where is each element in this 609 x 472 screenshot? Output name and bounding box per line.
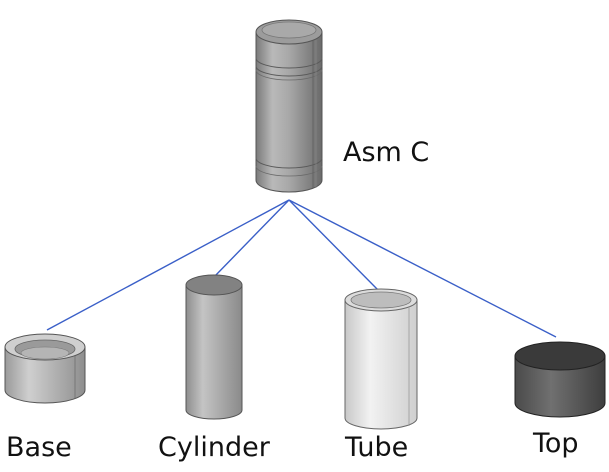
top-label: Top xyxy=(532,428,579,459)
cylinder-label: Cylinder xyxy=(158,432,271,463)
assembly-cylinder-icon[interactable] xyxy=(255,19,323,193)
connectors xyxy=(46,199,557,338)
connector-tube xyxy=(288,199,381,293)
solid-cylinder-icon[interactable] xyxy=(185,274,243,420)
connector-top xyxy=(288,199,557,338)
hollow-tube-icon[interactable] xyxy=(344,288,418,430)
connector-base xyxy=(46,199,290,331)
base-label: Base xyxy=(6,432,72,463)
tube-label: Tube xyxy=(344,432,408,463)
connector-cylinder xyxy=(213,199,290,278)
top-disc-icon[interactable] xyxy=(514,341,606,418)
assembly-label: Asm C xyxy=(343,137,429,168)
base-cup-icon[interactable] xyxy=(4,333,86,404)
